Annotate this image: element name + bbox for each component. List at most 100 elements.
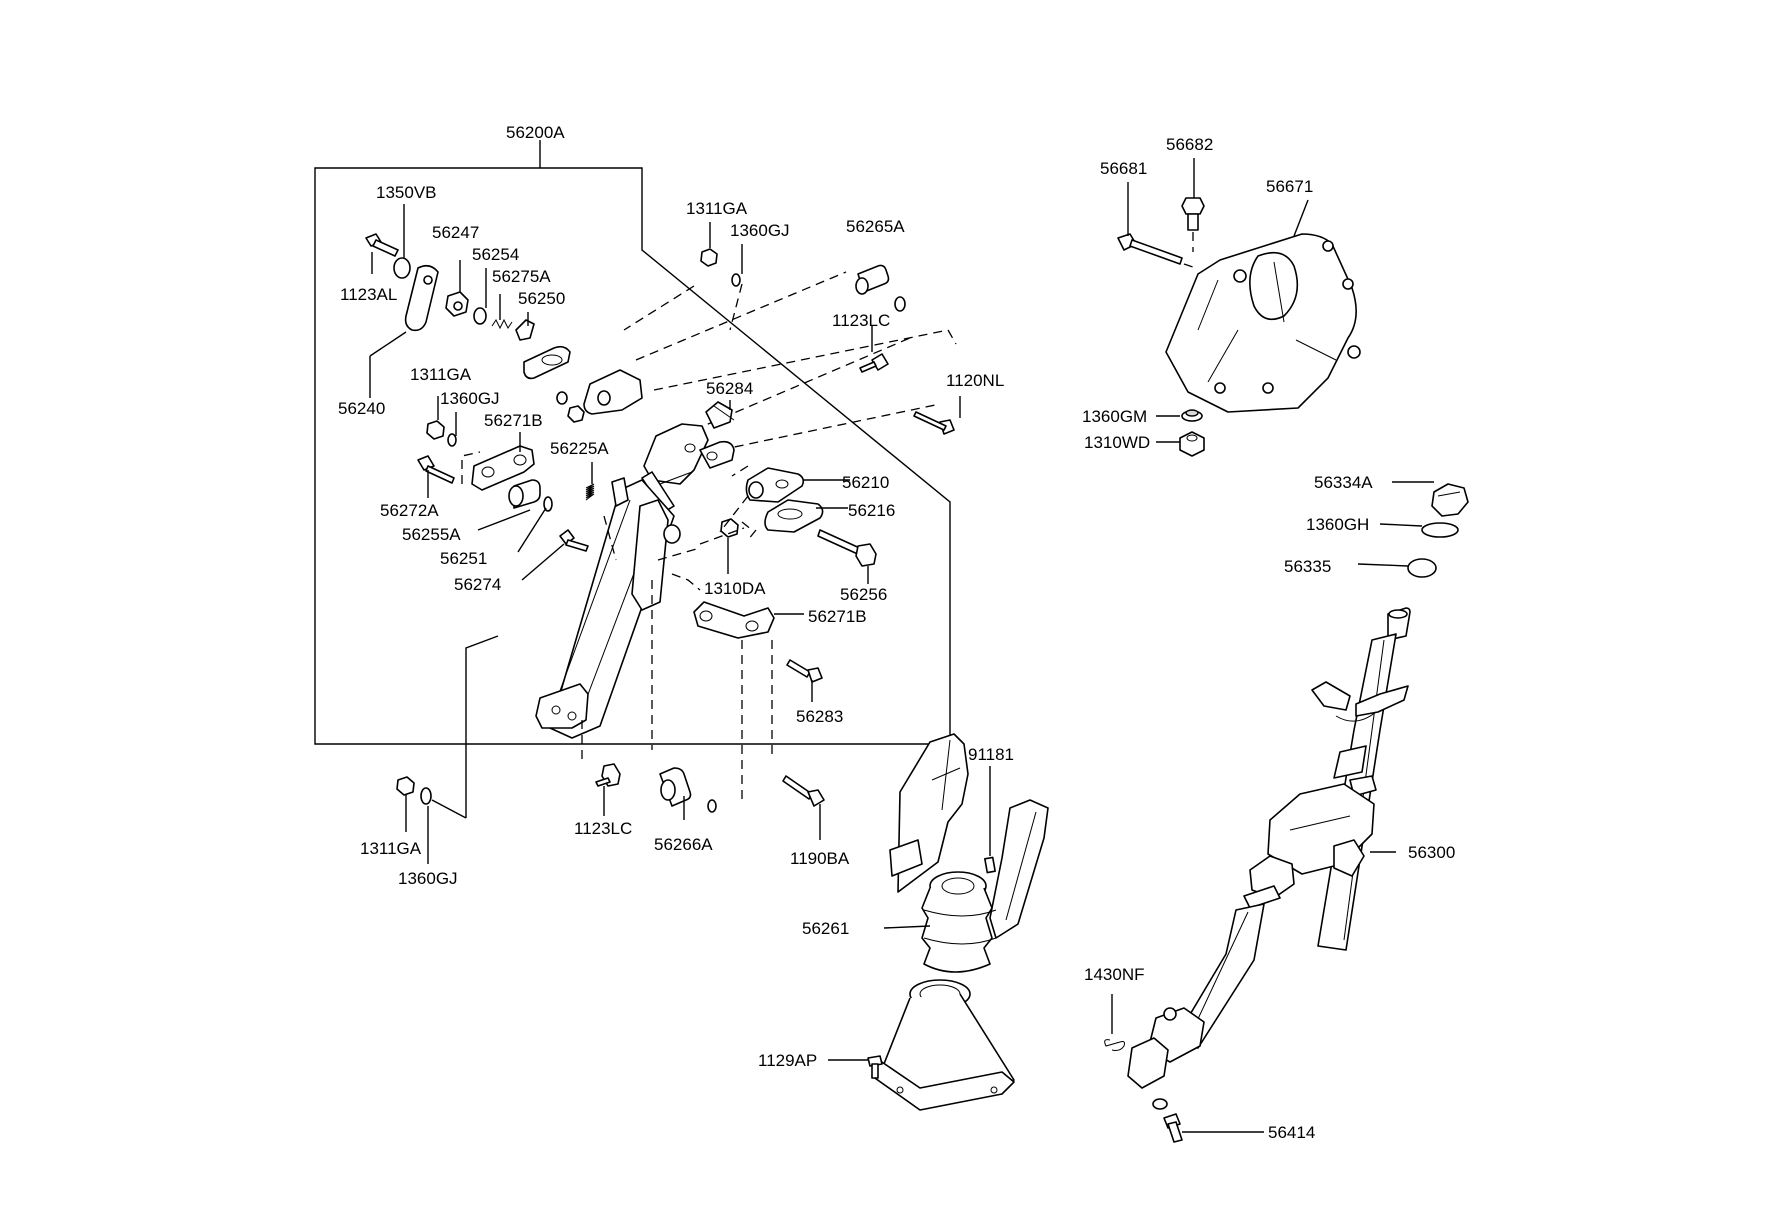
small-washer-upper	[556, 391, 568, 405]
washer-1360GJ-lower	[420, 787, 432, 805]
nut-1310DA	[720, 518, 739, 538]
label-91181: 91181	[968, 745, 1014, 764]
bracket-plate	[523, 345, 571, 380]
label-1430NF: 1430NF	[1084, 965, 1144, 984]
label-56283: 56283	[796, 707, 843, 726]
label-56271B-upper: 56271B	[484, 411, 543, 430]
label-56255A: 56255A	[402, 525, 461, 544]
bolt-1123AL	[365, 233, 399, 257]
label-1360GH: 1360GH	[1306, 515, 1369, 534]
bushing-56265A	[855, 264, 890, 295]
label-56251: 56251	[440, 549, 487, 568]
column-shroud	[889, 733, 1049, 939]
label-1311GA-mid: 1311GA	[410, 365, 472, 384]
label-56300: 56300	[1408, 843, 1455, 862]
label-1123LC-upper: 1123LC	[832, 311, 890, 330]
spring-56275A	[491, 318, 513, 330]
nut-1311GA-lower	[396, 776, 415, 796]
label-56210: 56210	[842, 473, 889, 492]
label-56266A: 56266A	[654, 835, 713, 854]
clip-91181	[984, 856, 996, 874]
label-56265A: 56265A	[846, 217, 905, 236]
bracket-56271B-lower	[693, 601, 775, 639]
nut-56247	[445, 291, 469, 317]
bushing-56266A	[659, 767, 692, 807]
label-56216: 56216	[848, 501, 895, 520]
upper-link-bracket	[583, 369, 643, 415]
label-56335: 56335	[1284, 557, 1331, 576]
clip-1430NF	[1104, 1039, 1125, 1051]
label-1120NL: 1120NL	[946, 371, 1004, 390]
clip-56250	[515, 319, 535, 341]
label-56254: 56254	[472, 245, 519, 264]
label-1311GA-top: 1311GA	[686, 199, 748, 218]
leader-lines	[369, 158, 1434, 1133]
link-56210	[745, 467, 805, 503]
bolt-1120NL	[913, 411, 955, 435]
ring-56265A	[894, 296, 906, 312]
bolt-56272A	[417, 455, 455, 484]
label-56261: 56261	[802, 919, 849, 938]
bolt-56256	[817, 529, 877, 567]
label-1360GM: 1360GM	[1082, 407, 1147, 426]
label-56671: 56671	[1266, 177, 1313, 196]
assembly-guide-lines-upper	[623, 271, 957, 451]
bolt-56682	[1181, 197, 1205, 252]
bolt-1129AP	[867, 1055, 883, 1079]
label-1360GJ-top: 1360GJ	[730, 221, 790, 240]
washer-1360GM	[1181, 409, 1203, 422]
small-nut-upper	[567, 405, 585, 423]
label-56250: 56250	[518, 289, 565, 308]
label-1129AP: 1129AP	[758, 1051, 817, 1070]
steering-column-56300	[1127, 607, 1411, 1089]
label-1310DA: 1310DA	[704, 579, 766, 598]
assembly-frame	[314, 140, 951, 745]
boot-56261	[921, 871, 997, 973]
assembly-guide-lines-lower	[581, 465, 773, 800]
label-56256: 56256	[840, 585, 887, 604]
label-1311GA-lower: 1311GA	[360, 839, 422, 858]
label-56247: 56247	[432, 223, 479, 242]
washer-1350VB	[393, 257, 411, 279]
nut-1311GA-top	[700, 248, 718, 267]
label-56284: 56284	[706, 379, 753, 398]
clamp-56284	[705, 401, 735, 429]
washer-1360GH	[1421, 522, 1459, 538]
label-1310WD: 1310WD	[1084, 433, 1150, 452]
main-bracket	[535, 423, 735, 739]
ring-56266A	[707, 799, 717, 813]
label-56272A: 56272A	[380, 501, 439, 520]
bolt-56283	[786, 659, 823, 683]
label-56334A: 56334A	[1314, 473, 1373, 492]
label-1360GJ-lower: 1360GJ	[398, 869, 458, 888]
label-56682: 56682	[1166, 135, 1213, 154]
label-1350VB: 1350VB	[376, 183, 437, 202]
bolt-1123LC-upper	[859, 353, 889, 373]
washer-56335	[1407, 558, 1437, 578]
washer-56254	[473, 307, 487, 325]
bolt-56414	[1152, 1098, 1183, 1143]
label-56200A: 56200A	[506, 123, 565, 142]
label-1190BA: 1190BA	[790, 849, 850, 868]
nut-1310WD	[1179, 431, 1205, 457]
label-1123AL: 1123AL	[340, 285, 397, 304]
label-56681: 56681	[1100, 159, 1147, 178]
leader-frame-lower-left	[465, 635, 499, 818]
part-labels: 56200A 1350VB 56247 56254 56275A 56250 1…	[338, 123, 1455, 1142]
link-56216	[764, 499, 824, 533]
label-56414: 56414	[1268, 1123, 1315, 1142]
bushing-56255A	[508, 479, 541, 509]
washer-1360GJ-mid	[447, 433, 457, 447]
label-56275A: 56275A	[492, 267, 551, 286]
label-56240: 56240	[338, 399, 385, 418]
ring-56251	[543, 496, 553, 512]
bracket-56671	[1165, 233, 1361, 413]
lever-56240	[404, 264, 439, 332]
nut-56334A	[1431, 483, 1469, 517]
bolt-1190BA	[782, 775, 825, 807]
label-1123LC-lower: 1123LC	[574, 819, 632, 838]
nut-1311GA-mid	[426, 420, 445, 440]
washer-1360GJ-top	[731, 273, 741, 287]
label-56225A: 56225A	[550, 439, 609, 458]
